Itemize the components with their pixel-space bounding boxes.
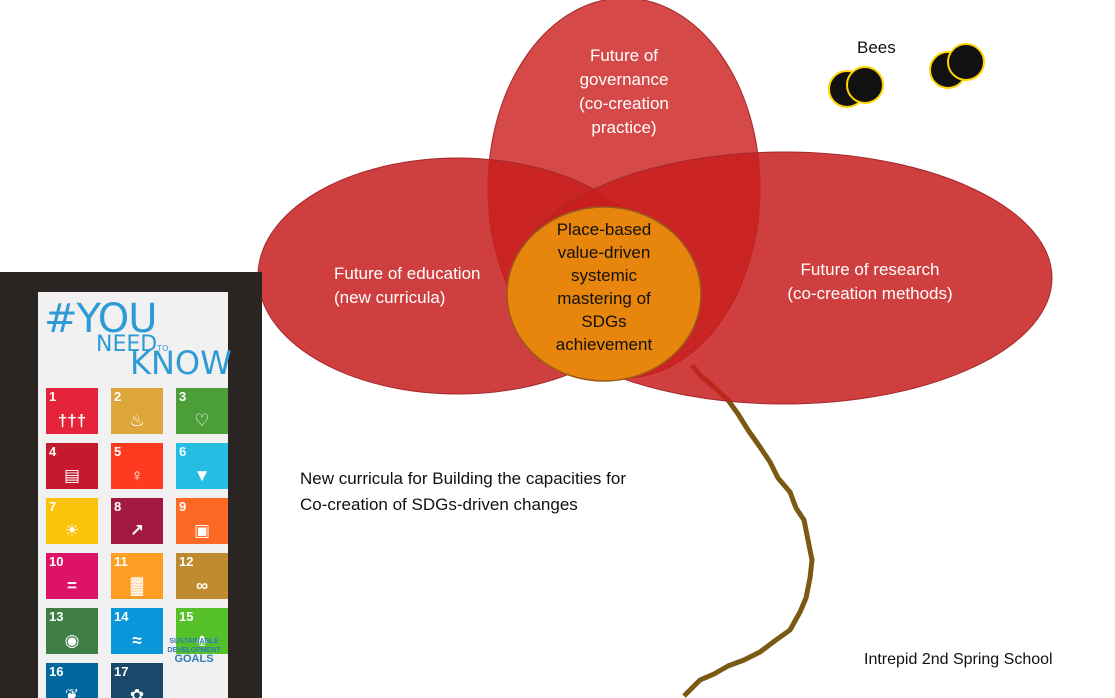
sdg-tile: 3♡ <box>176 388 228 434</box>
eye-globe-icon: ◉ <box>64 631 80 650</box>
sdg-tile: 15♣ <box>176 608 228 654</box>
sdg-tile-number: 7 <box>49 499 57 514</box>
sdg-tile: 16❦ <box>46 663 98 698</box>
sdg-tile: 2♨ <box>111 388 163 434</box>
city-icon: ▓ <box>130 576 144 595</box>
person-group-icon: ††† <box>57 411 87 430</box>
bees-label: Bees <box>857 38 896 57</box>
sdg-tile: 12∞ <box>176 553 228 599</box>
center-label: Place-based value-driven systemic master… <box>555 220 653 354</box>
fish-icon: ≈ <box>132 631 142 650</box>
poster-know-text: KNOW <box>130 344 232 382</box>
caption: New curricula for Building the capacitie… <box>300 469 626 514</box>
sdg-tile: 4▤ <box>46 443 98 489</box>
dove-icon: ❦ <box>64 686 80 698</box>
book-icon: ▤ <box>63 466 81 485</box>
sdg-poster-photo: #YOU NEEDTO KNOW 1†††2♨3♡4▤5♀6▼7☀8↗9▣10=… <box>0 272 262 698</box>
sdg-tile: 9▣ <box>176 498 228 544</box>
sdg-tile-number: 9 <box>179 499 187 514</box>
flower-center <box>506 206 702 382</box>
poster-screen: #YOU NEEDTO KNOW 1†††2♨3♡4▤5♀6▼7☀8↗9▣10=… <box>38 292 232 698</box>
tree-icon: ♣ <box>196 631 208 650</box>
sun-icon: ☀ <box>64 521 80 540</box>
sdg-tile-number: 4 <box>49 444 57 459</box>
sdg-tile-number: 2 <box>114 389 122 404</box>
sdg-tile-number: 6 <box>179 444 187 459</box>
sdg-tile: 8↗ <box>111 498 163 544</box>
sdg-tile-number: 12 <box>179 554 194 569</box>
infinity-icon: ∞ <box>195 576 209 595</box>
sdg-tile-number: 17 <box>114 664 129 679</box>
flower-stem <box>682 363 815 698</box>
growth-chart-icon: ↗ <box>129 521 145 540</box>
sdg-tile-number: 15 <box>179 609 194 624</box>
cubes-icon: ▣ <box>193 521 211 540</box>
gender-equality-icon: ♀ <box>130 466 144 485</box>
sdg-tile: 6▼ <box>176 443 228 489</box>
sdg-tile-number: 13 <box>49 609 64 624</box>
sdg-tile-number: 11 <box>114 554 128 569</box>
flower-rings-icon: ✿ <box>129 686 145 698</box>
petal-education-label: Future of education (new curricula) <box>334 264 481 307</box>
sdg-tile: 17✿ <box>111 663 163 698</box>
sdg-tile-number: 8 <box>114 499 122 514</box>
footer-label: Intrepid 2nd Spring School <box>864 651 1053 668</box>
sdg-tile: 11▓ <box>111 553 163 599</box>
sdg-tile: 1††† <box>46 388 98 434</box>
sdg-tile-number: 1 <box>49 389 57 404</box>
bowl-icon: ♨ <box>129 411 145 430</box>
heartbeat-icon: ♡ <box>194 411 210 430</box>
water-drop-icon: ▼ <box>193 466 211 485</box>
sdg-tile: 13◉ <box>46 608 98 654</box>
sdg-tile-number: 10 <box>49 554 64 569</box>
sdg-tile: 5♀ <box>111 443 163 489</box>
petal-governance-label: Future of governance (co-creation practi… <box>579 46 669 137</box>
equal-icon: = <box>67 576 77 595</box>
sdg-tile: 14≈ <box>111 608 163 654</box>
sdg-tile-number: 3 <box>179 389 187 404</box>
sdg-tile-number: 16 <box>49 664 64 679</box>
poster-hash-title: #YOU <box>44 296 158 342</box>
petal-research-label: Future of research (co-creation methods) <box>787 260 953 303</box>
poster-goals-logo: SUSTAINABLE DEVELOPMENT GOALS <box>167 638 221 665</box>
sdg-tile-number: 5 <box>114 444 122 459</box>
sdg-tile: 7☀ <box>46 498 98 544</box>
bee-icon <box>828 66 884 108</box>
sdg-tile-number: 14 <box>114 609 129 624</box>
sdg-tile: 10= <box>46 553 98 599</box>
bee-icon <box>929 43 985 89</box>
poster-need-text: NEEDTO <box>96 332 169 357</box>
